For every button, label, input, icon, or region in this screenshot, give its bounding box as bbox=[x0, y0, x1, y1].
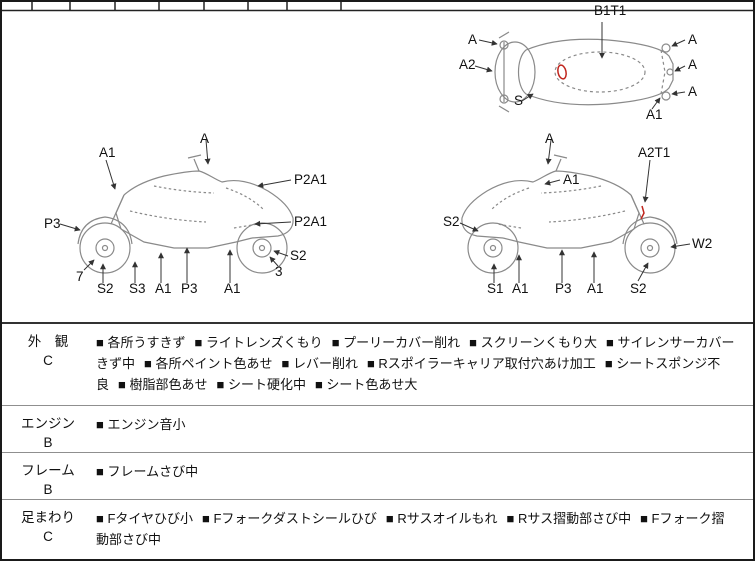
part-code-label: B1T1 bbox=[594, 3, 626, 18]
vehicle-diagram: B1T1AA2AAASA1A1AP2A1P2A1P3S27S2S3A1P3A13… bbox=[2, 2, 753, 296]
part-code-label: A bbox=[688, 84, 697, 99]
section-label: 外 観 C bbox=[2, 324, 94, 405]
cropped-top-row bbox=[2, 2, 753, 12]
defect-item: ■ 各所ペイント色あせ bbox=[144, 356, 273, 371]
section-items: ■ フレームさび中 bbox=[94, 453, 753, 499]
section-name: フレーム bbox=[21, 463, 75, 478]
defect-item: ■ 樹脂部色あせ bbox=[118, 377, 208, 392]
part-code-label: P3 bbox=[44, 216, 61, 231]
section-items: ■ エンジン音小 bbox=[94, 406, 753, 452]
section-grade: B bbox=[43, 435, 53, 450]
part-code-label: A2 bbox=[459, 57, 476, 72]
section-label: フレーム B bbox=[2, 453, 94, 499]
part-code-label: A1 bbox=[224, 281, 241, 296]
leader-lines bbox=[59, 22, 691, 283]
part-code-label: S2 bbox=[290, 248, 307, 263]
part-code-label: A bbox=[468, 32, 477, 47]
defect-item: ■ シートスポンジ不良 bbox=[96, 356, 721, 392]
part-code-label: S1 bbox=[487, 281, 504, 296]
defect-item: ■ Fフォークダストシールひび bbox=[202, 511, 377, 526]
inspection-row: フレーム B ■ フレームさび中 bbox=[2, 452, 753, 499]
defect-item: ■ 各所うすきず bbox=[96, 335, 186, 350]
defect-item: ■ プーリーカバー削れ bbox=[331, 335, 461, 350]
inspection-row: 足まわり C ■ Fタイヤひび小 ■ Fフォークダストシールひび ■ Rサスオイルも… bbox=[2, 499, 753, 559]
defect-item: ■ シート硬化中 bbox=[216, 377, 306, 392]
part-code-label: S2 bbox=[443, 214, 460, 229]
section-items: ■ 各所うすきず ■ ライトレンズくもり ■ プーリーカバー削れ ■ スクリーンくもり… bbox=[94, 324, 753, 405]
part-code-label: S2 bbox=[630, 281, 647, 296]
part-code-label: A1 bbox=[587, 281, 604, 296]
part-code-label: W2 bbox=[692, 236, 712, 251]
defect-item: ■ Rサス摺動部さび中 bbox=[506, 511, 632, 526]
defect-item: ■ スクリーンくもり大 bbox=[469, 335, 597, 350]
section-name: 外 観 bbox=[27, 334, 69, 349]
inspection-row: エンジン B ■ エンジン音小 bbox=[2, 405, 753, 452]
defect-item: ■ シート色あせ大 bbox=[314, 377, 418, 392]
section-name: エンジン bbox=[21, 416, 75, 431]
part-code-label: P2A1 bbox=[294, 214, 327, 229]
part-code-label: A2T1 bbox=[638, 145, 670, 160]
defect-item: ■ サイレンサーカバーきず中 bbox=[96, 335, 735, 371]
part-code-label: P3 bbox=[181, 281, 198, 296]
defect-item: ■ レバー削れ bbox=[281, 356, 358, 371]
section-grade: C bbox=[43, 529, 53, 544]
part-code-label: 7 bbox=[76, 269, 84, 284]
damage-marks bbox=[557, 64, 645, 220]
damage-mark-tail bbox=[640, 205, 645, 220]
scooter-left-side-view bbox=[77, 154, 294, 274]
part-code-label: A1 bbox=[646, 107, 663, 122]
inspection-table: 外 観 C ■ 各所うすきず ■ ライトレンズくもり ■ プーリーカバー削れ ■ スク… bbox=[2, 322, 753, 559]
defect-item: ■ ライトレンズくもり bbox=[194, 335, 323, 350]
part-code-label: A bbox=[200, 131, 209, 146]
defect-item: ■ Fタイヤひび小 bbox=[96, 511, 194, 526]
section-grade: B bbox=[43, 482, 53, 497]
section-grade: C bbox=[43, 353, 53, 368]
section-name: 足まわり bbox=[21, 510, 75, 525]
part-code-label: A1 bbox=[512, 281, 529, 296]
inspection-row: 外 観 C ■ 各所うすきず ■ ライトレンズくもり ■ プーリーカバー削れ ■ スク… bbox=[2, 324, 753, 405]
defect-item: ■ Fフォーク摺動部さび中 bbox=[96, 511, 725, 547]
part-code-label: A1 bbox=[155, 281, 172, 296]
part-code-label: A1 bbox=[563, 172, 580, 187]
part-code-label: A1 bbox=[99, 145, 116, 160]
section-items: ■ Fタイヤひび小 ■ Fフォークダストシールひび ■ Rサスオイルもれ ■ Rサス摺… bbox=[94, 500, 753, 559]
part-code-label: 3 bbox=[275, 264, 283, 279]
scooter-top-view bbox=[494, 31, 674, 113]
part-code-label: P3 bbox=[555, 281, 572, 296]
part-code-label: A bbox=[688, 32, 697, 47]
part-code-label: S bbox=[514, 93, 523, 108]
defect-item: ■ Rスポイラーキャリア取付穴あけ加工 bbox=[366, 356, 596, 371]
part-code-label: S2 bbox=[97, 281, 114, 296]
part-code-label: S3 bbox=[129, 281, 146, 296]
section-label: 足まわり C bbox=[2, 500, 94, 559]
defect-item: ■ フレームさび中 bbox=[96, 464, 199, 479]
part-code-label: P2A1 bbox=[294, 172, 327, 187]
defect-item: ■ エンジン音小 bbox=[96, 417, 186, 432]
defect-item: ■ Rサスオイルもれ bbox=[385, 511, 498, 526]
part-code-label: A bbox=[545, 131, 554, 146]
part-code-label: A bbox=[688, 57, 697, 72]
damage-mark-seat bbox=[557, 64, 567, 80]
section-label: エンジン B bbox=[2, 406, 94, 452]
